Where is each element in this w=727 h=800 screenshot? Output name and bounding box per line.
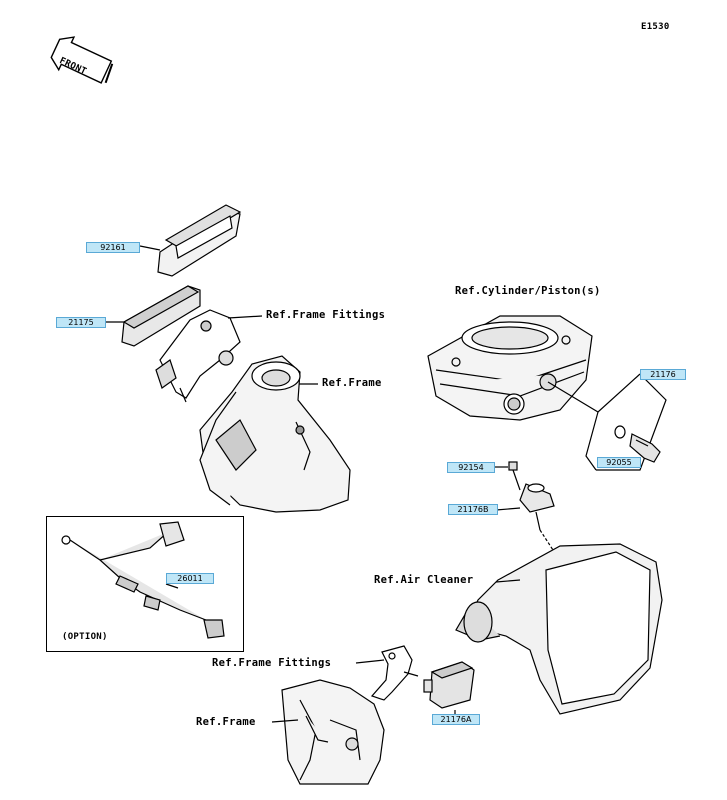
ref-frame-top: Ref.Frame [322,377,382,389]
ref-air-cleaner: Ref.Air Cleaner [374,574,474,586]
bolt-drawing [508,461,521,491]
ref-frame-fittings-top: Ref.Frame Fittings [266,309,386,321]
o-ring-drawing [614,425,626,439]
part-label-21176[interactable]: 21176 [640,369,686,380]
ref-frame-fittings-bottom: Ref.Frame Fittings [212,657,332,669]
sensor-21176b-drawing [519,483,555,531]
part-label-21175[interactable]: 21175 [56,317,106,328]
ecu-bracket-drawing [155,309,241,403]
part-label-21176b[interactable]: 21176B [448,504,498,515]
ecu-drawing [121,285,201,347]
part-label-92055[interactable]: 92055 [597,457,641,468]
cylinder-drawing [427,315,593,421]
harness-drawing [61,521,225,639]
ref-cylinder-piston: Ref.Cylinder/Piston(s) [455,285,601,297]
bottom-bracket-drawing [370,645,419,701]
ref-frame-bottom: Ref.Frame [196,716,256,728]
ecu-cover-drawing [157,204,242,277]
air-cleaner-drawing [455,543,663,715]
front-arrow-icon [50,36,114,84]
temp-sensor-drawing [629,433,661,463]
part-label-92161[interactable]: 92161 [86,242,140,253]
part-label-26011[interactable]: 26011 [166,573,214,584]
frame-bottom-drawing [281,679,385,785]
relay-21176a-drawing [423,661,475,709]
frame-top-drawing [199,355,351,513]
option-label: (OPTION) [62,632,108,642]
part-label-21176a[interactable]: 21176A [432,714,480,725]
option-box [46,516,244,652]
diagram-code: E1530 [641,22,670,32]
part-label-92154[interactable]: 92154 [447,462,495,473]
